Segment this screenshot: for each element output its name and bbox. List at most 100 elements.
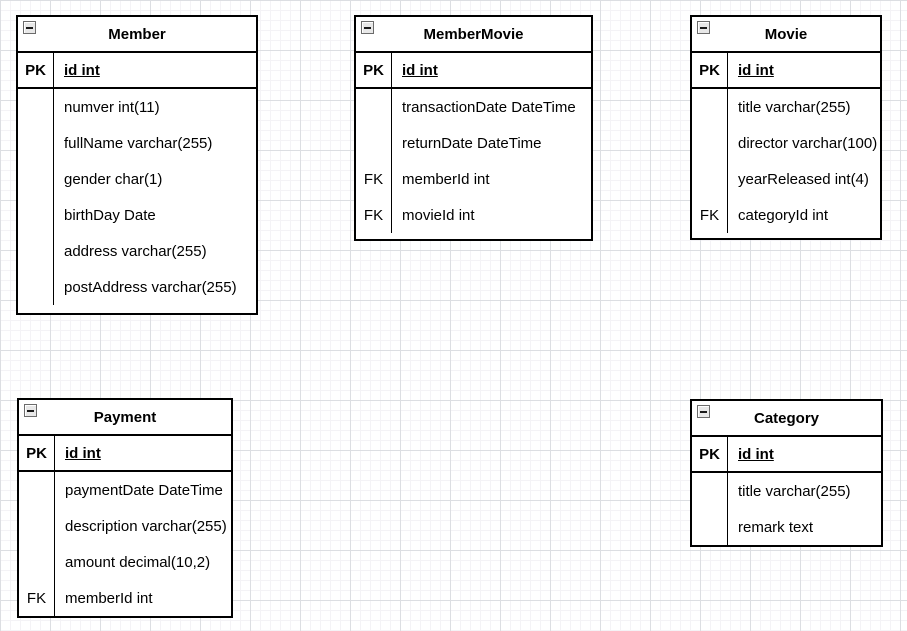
pk-row[interactable]: PK id int xyxy=(356,53,591,89)
table-row[interactable]: remark text xyxy=(692,509,881,545)
table-title: Category xyxy=(753,409,820,427)
row-field-cell: address varchar(255) xyxy=(64,242,207,260)
table-row[interactable]: director varchar(100) xyxy=(692,125,880,161)
table-body: title varchar(255) director varchar(100)… xyxy=(692,89,880,238)
row-field-cell: postAddress varchar(255) xyxy=(64,278,237,296)
table-header: Movie xyxy=(692,17,880,53)
pk-field-cell: id int xyxy=(65,444,101,462)
table-row[interactable]: description varchar(255) xyxy=(19,508,231,544)
table-row[interactable]: FK categoryId int xyxy=(692,197,880,233)
table-row[interactable]: yearReleased int(4) xyxy=(692,161,880,197)
row-field-cell: fullName varchar(255) xyxy=(64,134,213,152)
table-title: MemberMovie xyxy=(423,25,524,43)
table-header: Category xyxy=(692,401,881,437)
pk-key-cell: PK xyxy=(19,436,55,470)
pk-key-cell: PK xyxy=(692,53,728,87)
table-row[interactable]: title varchar(255) xyxy=(692,473,881,509)
row-field-cell: memberId int xyxy=(65,589,153,607)
pk-row[interactable]: PK id int xyxy=(18,53,256,89)
row-key-cell xyxy=(19,508,55,544)
pk-field-cell: id int xyxy=(64,61,100,79)
pk-row[interactable]: PK id int xyxy=(692,437,881,473)
entity-table-payment[interactable]: Payment PK id int paymentDate DateTime d… xyxy=(17,398,233,618)
row-key-cell: FK xyxy=(19,580,55,616)
table-body: title varchar(255) remark text xyxy=(692,473,881,545)
table-row[interactable]: birthDay Date xyxy=(18,197,256,233)
table-row[interactable]: title varchar(255) xyxy=(692,89,880,125)
row-key-cell xyxy=(356,125,392,161)
row-key-cell xyxy=(18,161,54,197)
row-field-cell: yearReleased int(4) xyxy=(738,170,869,188)
entity-table-movie[interactable]: Movie PK id int title varchar(255) direc… xyxy=(690,15,882,240)
collapse-icon[interactable] xyxy=(23,21,36,34)
row-key-cell xyxy=(356,89,392,125)
row-field-cell: transactionDate DateTime xyxy=(402,98,576,116)
collapse-icon[interactable] xyxy=(697,405,710,418)
row-field-cell: paymentDate DateTime xyxy=(65,481,223,499)
row-key-cell xyxy=(19,544,55,580)
row-field-cell: amount decimal(10,2) xyxy=(65,553,211,571)
collapse-icon[interactable] xyxy=(361,21,374,34)
minus-icon xyxy=(26,26,33,29)
row-field-cell: birthDay Date xyxy=(64,206,156,224)
minus-icon xyxy=(700,26,707,29)
minus-icon xyxy=(700,410,707,413)
table-row[interactable]: amount decimal(10,2) xyxy=(19,544,231,580)
table-row[interactable]: fullName varchar(255) xyxy=(18,125,256,161)
collapse-icon[interactable] xyxy=(697,21,710,34)
table-body: transactionDate DateTime returnDate Date… xyxy=(356,89,591,239)
table-row[interactable]: transactionDate DateTime xyxy=(356,89,591,125)
table-row[interactable]: postAddress varchar(255) xyxy=(18,269,256,305)
row-field-cell: title varchar(255) xyxy=(738,482,851,500)
row-key-cell xyxy=(18,89,54,125)
table-body: numver int(11) fullName varchar(255) gen… xyxy=(18,89,256,313)
table-row[interactable]: numver int(11) xyxy=(18,89,256,125)
row-field-cell: returnDate DateTime xyxy=(402,134,542,152)
row-key-cell xyxy=(692,89,728,125)
table-header: Member xyxy=(18,17,256,53)
row-field-cell: numver int(11) xyxy=(64,98,160,116)
row-key-cell xyxy=(18,233,54,269)
table-header: MemberMovie xyxy=(356,17,591,53)
pk-field-cell: id int xyxy=(738,445,774,463)
row-field-cell: director varchar(100) xyxy=(738,134,878,152)
pk-row[interactable]: PK id int xyxy=(692,53,880,89)
row-field-cell: gender char(1) xyxy=(64,170,163,188)
pk-field-cell: id int xyxy=(738,61,774,79)
row-key-cell xyxy=(18,125,54,161)
row-key-cell: FK xyxy=(692,197,728,233)
row-key-cell xyxy=(692,125,728,161)
table-title: Movie xyxy=(764,25,808,43)
row-field-cell: memberId int xyxy=(402,170,490,188)
minus-icon xyxy=(364,26,371,29)
table-row[interactable]: gender char(1) xyxy=(18,161,256,197)
row-field-cell: title varchar(255) xyxy=(738,98,851,116)
table-body: paymentDate DateTime description varchar… xyxy=(19,472,231,616)
row-key-cell xyxy=(692,161,728,197)
table-title: Payment xyxy=(93,408,157,426)
table-row[interactable]: paymentDate DateTime xyxy=(19,472,231,508)
table-row[interactable]: returnDate DateTime xyxy=(356,125,591,161)
pk-key-cell: PK xyxy=(18,53,54,87)
entity-table-member[interactable]: Member PK id int numver int(11) fullName… xyxy=(16,15,258,315)
row-key-cell xyxy=(19,472,55,508)
pk-key-cell: PK xyxy=(356,53,392,87)
table-row[interactable]: FK memberId int xyxy=(19,580,231,616)
entity-table-membermovie[interactable]: MemberMovie PK id int transactionDate Da… xyxy=(354,15,593,241)
row-key-cell: FK xyxy=(356,161,392,197)
row-field-cell: remark text xyxy=(738,518,814,536)
table-row[interactable]: FK movieId int xyxy=(356,197,591,233)
table-row[interactable]: FK memberId int xyxy=(356,161,591,197)
row-field-cell: description varchar(255) xyxy=(65,517,227,535)
collapse-icon[interactable] xyxy=(24,404,37,417)
table-row[interactable]: address varchar(255) xyxy=(18,233,256,269)
row-field-cell: movieId int xyxy=(402,206,475,224)
row-key-cell xyxy=(18,197,54,233)
pk-row[interactable]: PK id int xyxy=(19,436,231,472)
row-key-cell xyxy=(18,269,54,305)
entity-table-category[interactable]: Category PK id int title varchar(255) re… xyxy=(690,399,883,547)
pk-key-cell: PK xyxy=(692,437,728,471)
row-key-cell xyxy=(692,473,728,509)
row-key-cell: FK xyxy=(356,197,392,233)
